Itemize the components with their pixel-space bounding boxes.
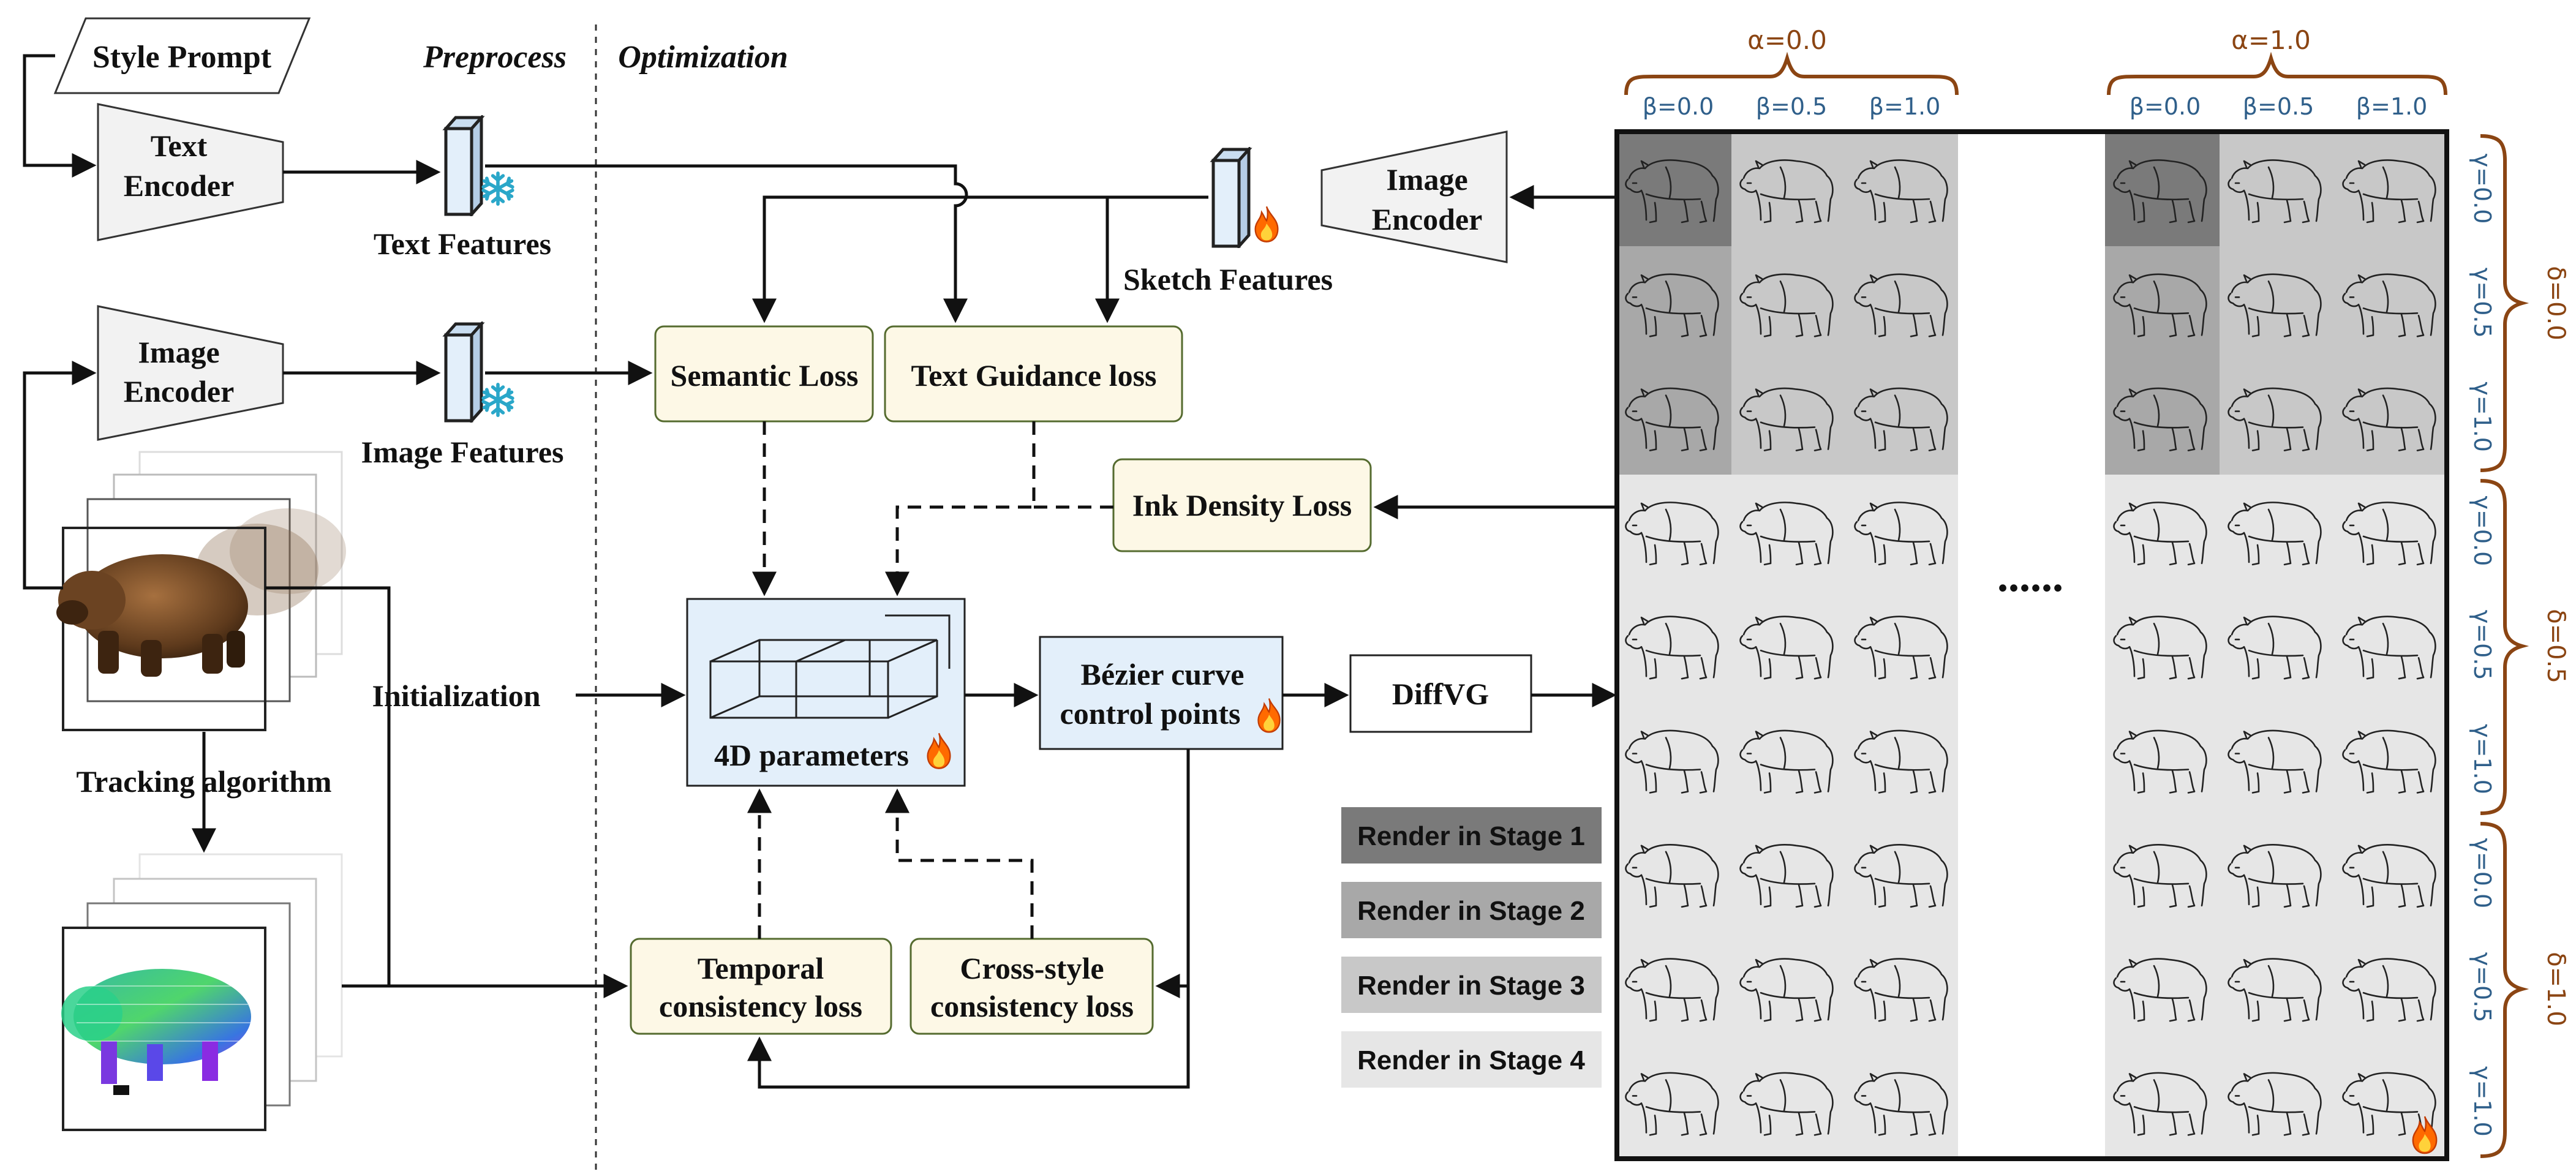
text-guidance-loss-label: Text Guidance loss: [911, 358, 1156, 393]
diffvg-box: DiffVG: [1349, 654, 1532, 733]
sketch-features-label: Sketch Features: [1123, 262, 1333, 296]
delta-braces: [2480, 134, 2529, 1158]
gamma-label: γ=1.0: [2469, 382, 2496, 452]
temporal-loss-box: Temporal consistency loss: [630, 938, 892, 1035]
delta-labels: δ=0.0 δ=0.5 δ=1.0: [2542, 266, 2570, 1026]
text-feature-vector: [446, 118, 481, 214]
params-4d-box: 4D parameters: [686, 598, 966, 787]
header-optimization: Optimization: [618, 40, 788, 75]
text-encoder-line1: Text: [151, 129, 208, 163]
text-encoder: Text Encoder: [97, 103, 284, 241]
cross-style-loss-line1: Cross-style: [960, 951, 1104, 985]
bezier-line1: Bézier curve: [1081, 657, 1245, 691]
ink-density-loss-label: Ink Density Loss: [1132, 488, 1352, 522]
gamma-labels: γ=0.0 γ=0.5 γ=1.0 γ=0.0 γ=0.5 γ=1.0 γ=0.0 γ=0.5…: [2469, 154, 2496, 1137]
beta-label: β=0.5: [1756, 93, 1828, 120]
sketch-feature-vector: [1213, 149, 1249, 246]
legend-swatch-stage1: [1341, 807, 1602, 864]
bezier-box: Bézier curve control points: [1039, 636, 1284, 750]
legend-stage2: Render in Stage 2: [1357, 896, 1585, 926]
gamma-label: γ=0.0: [2469, 154, 2496, 224]
legend-stage1: Render in Stage 1: [1357, 821, 1585, 851]
legend-stage4: Render in Stage 4: [1357, 1045, 1585, 1075]
semantic-loss-box: Semantic Loss: [654, 325, 874, 423]
legend-swatch-stage2: [1341, 882, 1602, 938]
image-encoder-right: Image Encoder: [1320, 130, 1508, 263]
snowflake-icon: [483, 173, 513, 204]
fire-icon: [1254, 206, 1279, 243]
alpha-right-brace: [2107, 51, 2447, 96]
beta-label: β=1.0: [1869, 93, 1941, 120]
alpha-right-label: α=1.0: [2231, 25, 2311, 55]
delta-label: δ=0.5: [2542, 609, 2570, 683]
gamma-label: γ=0.0: [2469, 496, 2496, 566]
style-prompt-label: Style Prompt: [92, 40, 272, 75]
image-encoder-right-line2: Encoder: [1372, 202, 1483, 236]
stage-legend: Render in Stage 1 Render in Stage 2 Rend…: [1341, 807, 1602, 1088]
gamma-label: γ=1.0: [2469, 724, 2496, 794]
temporal-loss-line2: consistency loss: [659, 989, 862, 1023]
bear-photo: [56, 554, 248, 677]
image-features-label: Image Features: [361, 435, 564, 469]
alpha-left-label: α=0.0: [1747, 25, 1827, 55]
gamma-label: γ=0.5: [2469, 268, 2496, 338]
gamma-label: γ=0.5: [2469, 610, 2496, 680]
results-grid: ......: [1614, 129, 2449, 1161]
image-encoder-left-line2: Encoder: [124, 374, 235, 408]
gamma-label: γ=0.0: [2469, 838, 2496, 908]
beta-label: β=1.0: [2356, 93, 2428, 120]
grid-border: [1614, 129, 2449, 1161]
image-encoder-left-line1: Image: [138, 335, 219, 369]
legend-stage3: Render in Stage 3: [1357, 971, 1585, 1001]
delta-label: δ=1.0: [2542, 952, 2570, 1026]
cross-style-loss-box: Cross-style consistency loss: [910, 938, 1154, 1035]
cross-style-loss-line2: consistency loss: [930, 989, 1134, 1023]
params-4d-label: 4D parameters: [714, 738, 909, 772]
input-video-frames: [56, 451, 346, 731]
beta-labels: β=0.0 β=0.5 β=1.0 β=0.0 β=0.5 β=1.0: [1643, 93, 2428, 120]
beta-label: β=0.5: [2243, 93, 2314, 120]
arrows: [23, 54, 1617, 1089]
alpha-left-brace: [1624, 51, 1959, 96]
gamma-label: γ=0.5: [2469, 952, 2496, 1023]
text-encoder-line2: Encoder: [124, 168, 235, 203]
gamma-label: γ=1.0: [2469, 1066, 2496, 1137]
tensor-cuboid-icon: [709, 614, 951, 719]
initialization-label: Initialization: [372, 679, 540, 713]
tracking-frames: [61, 853, 343, 1131]
text-features-label: Text Features: [374, 227, 551, 261]
legend-swatch-stage3: [1341, 957, 1602, 1013]
beta-label: β=0.0: [1643, 93, 1714, 120]
temporal-loss-line1: Temporal: [698, 951, 824, 985]
bezier-line2: control points: [1060, 696, 1241, 731]
snowflake-icon: [483, 385, 513, 415]
ink-density-loss-box: Ink Density Loss: [1112, 458, 1372, 552]
semantic-loss-label: Semantic Loss: [671, 358, 859, 393]
delta-label: δ=0.0: [2542, 266, 2570, 341]
beta-label: β=0.0: [2130, 93, 2201, 120]
tracking-points-image: [61, 969, 251, 1095]
image-encoder-left: Image Encoder: [97, 305, 284, 441]
header-preprocess: Preprocess: [423, 40, 567, 75]
ellipsis: ......: [1997, 552, 2063, 601]
legend-swatch-stage4: [1341, 1031, 1602, 1088]
style-prompt-node: Style Prompt: [53, 17, 311, 94]
image-feature-vector: [446, 324, 481, 421]
image-encoder-right-line1: Image: [1386, 162, 1467, 197]
text-guidance-loss-box: Text Guidance loss: [884, 325, 1183, 423]
diffvg-label: DiffVG: [1392, 677, 1489, 711]
